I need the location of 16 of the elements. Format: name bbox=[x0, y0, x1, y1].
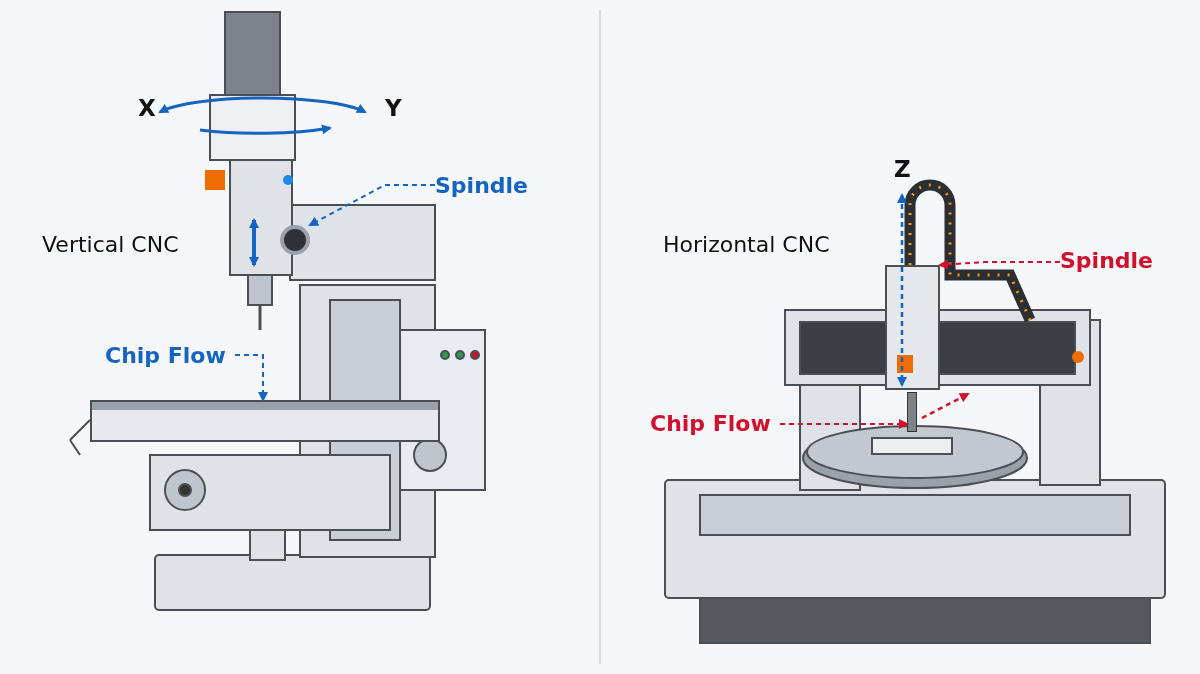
cutting-tool bbox=[907, 392, 917, 432]
callout-label: Chip Flow bbox=[650, 408, 780, 438]
callout-label: Spindle bbox=[1060, 245, 1170, 275]
worktable bbox=[90, 400, 440, 442]
machine-title: Horizontal CNC bbox=[663, 232, 830, 257]
callout-label: Chip Flow bbox=[105, 340, 235, 370]
callout-label: Spindle bbox=[435, 170, 545, 200]
spindle-head bbox=[885, 265, 940, 390]
axis-label: Y bbox=[385, 95, 402, 121]
axis-label: Z bbox=[894, 156, 911, 182]
leader-line bbox=[234, 354, 268, 402]
axis-label: X bbox=[138, 95, 156, 121]
machine-title: Vertical CNC bbox=[42, 232, 179, 257]
leader-line bbox=[779, 419, 909, 429]
leader-line bbox=[938, 259, 1061, 270]
leader-line bbox=[308, 184, 436, 226]
